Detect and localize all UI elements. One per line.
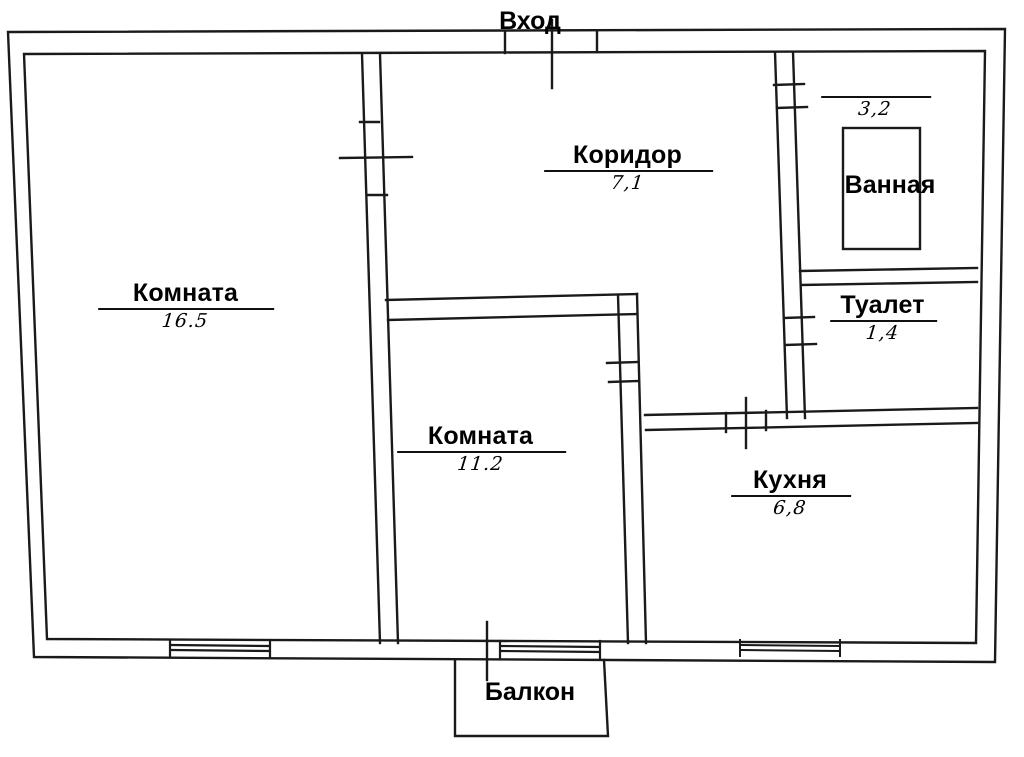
entrance-label: Вход [499,7,561,35]
window-room-small [498,639,602,660]
room-label-tualet: Туалет 1,4 [790,292,975,344]
room-name: Коридор [573,141,682,169]
entrance-door [503,18,599,90]
door-bathroom [772,82,809,110]
room-label-kuhnya: Кухня 6,8 [690,467,890,519]
room-label-vannaya: Ванная [844,171,936,199]
wall-room-small-right [616,292,648,645]
outer-wall-outline [6,27,1007,664]
wall-kitchen-top [643,406,979,432]
bathroom-area-label: 3,2 [818,96,932,120]
room-area: 16.5 [96,308,275,332]
room-area: 11.2 [394,451,567,475]
room-label-komnata-16: Комната 16.5 [63,280,308,332]
bathtub [841,126,922,251]
room-label-komnata-11: Комната 11.2 [363,423,598,475]
door-kitchen [724,396,768,450]
room-name: Комната [132,279,239,307]
window-kitchen [739,639,841,657]
room-name: Туалет [840,291,925,319]
wall-bathroom-left [773,50,807,420]
room-area: 1,4 [827,320,938,344]
window-room-big [168,638,272,660]
balcony-label: Балкон [484,678,576,706]
room-name: Кухня [752,466,828,494]
balcony-outline [453,658,610,738]
door-room-small [605,360,641,384]
room-area: 6,8 [728,495,852,519]
room-label-koridor: Коридор 7,1 [510,142,745,194]
wall-bathroom-bottom [798,266,979,287]
room-area: 7,1 [541,170,714,194]
wall-room-small-top [384,292,639,322]
room-name: Комната [427,422,534,450]
door-room-big [338,120,414,197]
wall-room-big-right [360,52,400,645]
door-toilet [782,315,818,347]
outer-wall-inner-outline [22,49,987,645]
